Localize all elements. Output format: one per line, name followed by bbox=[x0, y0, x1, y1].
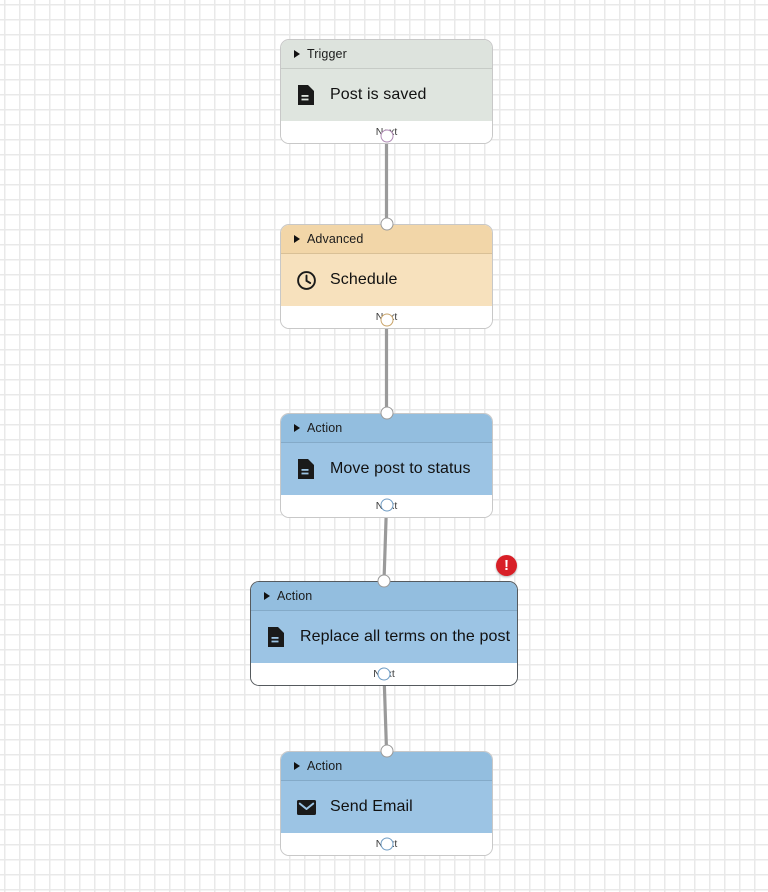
workflow-node-advanced-schedule[interactable]: Advanced Schedule Next bbox=[280, 224, 493, 329]
node-body-action[interactable]: Send Email bbox=[281, 781, 492, 833]
chevron-right-icon[interactable] bbox=[294, 762, 300, 770]
node-body-advanced[interactable]: Schedule bbox=[281, 254, 492, 306]
node-header-label: Advanced bbox=[307, 232, 364, 246]
port-in-move-post[interactable] bbox=[380, 406, 393, 420]
chevron-right-icon[interactable] bbox=[294, 50, 300, 58]
port-in-send-email[interactable] bbox=[380, 744, 393, 758]
document-icon bbox=[295, 458, 317, 480]
node-body-action[interactable]: Replace all terms on the post bbox=[251, 611, 517, 663]
error-badge[interactable]: ! bbox=[496, 555, 517, 576]
node-body-trigger[interactable]: Post is saved bbox=[281, 69, 492, 121]
chevron-right-icon[interactable] bbox=[294, 235, 300, 243]
node-body-action[interactable]: Move post to status bbox=[281, 443, 492, 495]
chevron-right-icon[interactable] bbox=[294, 424, 300, 432]
port-in-advanced[interactable] bbox=[380, 217, 393, 231]
envelope-icon bbox=[295, 796, 317, 818]
port-out-advanced[interactable] bbox=[380, 313, 393, 327]
port-out-replace-terms[interactable] bbox=[377, 667, 391, 681]
node-header-label: Action bbox=[307, 759, 343, 773]
node-header-label: Action bbox=[307, 421, 343, 435]
node-title: Schedule bbox=[330, 271, 398, 288]
node-title: Move post to status bbox=[330, 460, 471, 477]
port-in-replace-terms[interactable] bbox=[377, 574, 391, 588]
port-out-send-email[interactable] bbox=[380, 837, 393, 851]
node-header-label: Action bbox=[277, 589, 313, 603]
chevron-right-icon[interactable] bbox=[264, 592, 270, 600]
document-icon bbox=[295, 84, 317, 106]
workflow-node-action-send-email[interactable]: Action Send Email Next bbox=[280, 751, 493, 856]
workflow-node-trigger-post-is-saved[interactable]: Trigger Post is saved Next bbox=[280, 39, 493, 144]
node-title: Send Email bbox=[330, 798, 413, 815]
clock-icon bbox=[295, 269, 317, 291]
node-header-label: Trigger bbox=[307, 47, 347, 61]
node-title: Replace all terms on the post bbox=[300, 628, 511, 645]
document-icon bbox=[265, 626, 287, 648]
workflow-node-action-move-post-to-status[interactable]: Action Move post to status Next bbox=[280, 413, 493, 518]
node-title: Post is saved bbox=[330, 86, 427, 103]
port-out-move-post[interactable] bbox=[380, 498, 393, 512]
exclamation-icon: ! bbox=[504, 557, 509, 574]
port-out-trigger[interactable] bbox=[380, 129, 393, 143]
node-header-trigger[interactable]: Trigger bbox=[281, 40, 492, 69]
